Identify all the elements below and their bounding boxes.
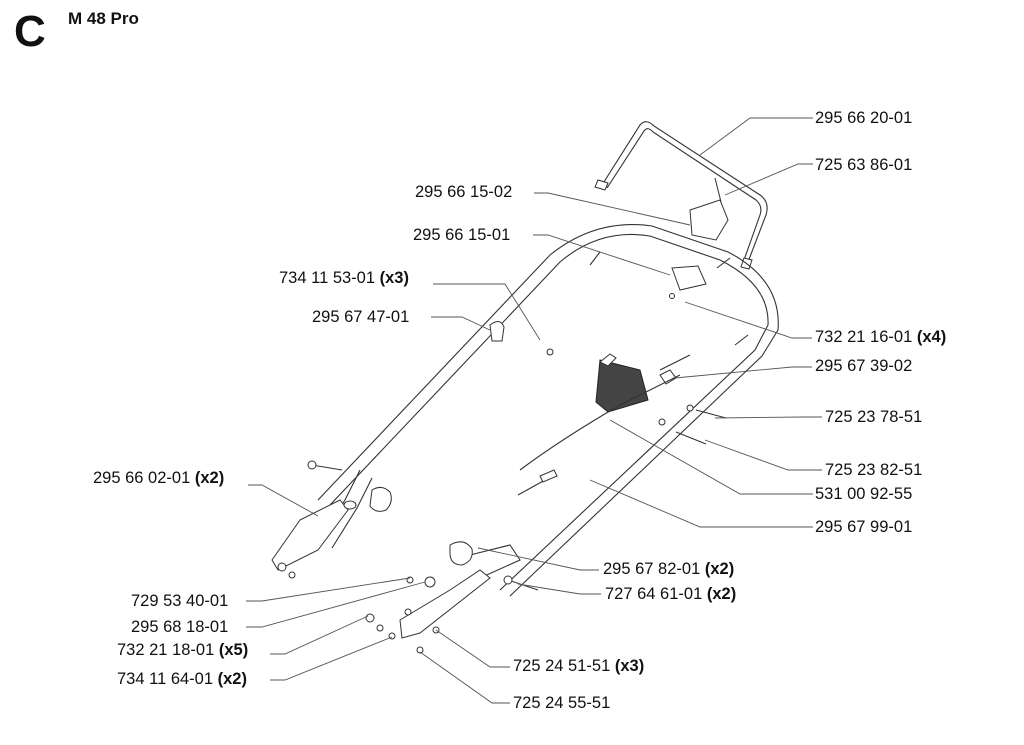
control-cable	[517, 374, 681, 496]
part-label: 732 21 16-01 (x4)	[815, 328, 947, 346]
part-label: 295 67 99-01	[815, 518, 913, 536]
part-label: 295 66 15-01	[413, 226, 511, 244]
part-label: 725 23 82-51	[825, 461, 923, 479]
section-letter: C	[14, 7, 46, 56]
part-label: 725 24 51-51 (x3)	[513, 657, 645, 675]
lower-right-tube	[399, 541, 539, 639]
main-u-handle	[317, 224, 779, 597]
part-label: 732 21 18-01 (x5)	[117, 641, 249, 659]
part-label: 734 11 53-01 (x3)	[279, 269, 409, 287]
part-label: 295 67 39-02	[815, 357, 913, 375]
part-label: 295 66 15-02	[415, 183, 513, 201]
part-label: 295 66 20-01	[815, 109, 913, 127]
leader-lines	[246, 117, 822, 704]
part-label: 295 68 18-01	[131, 618, 229, 636]
lower-left-tube	[271, 460, 392, 571]
fasteners	[277, 293, 727, 654]
part-label: 295 66 02-01 (x2)	[93, 469, 225, 487]
upper-handle-bar	[594, 121, 768, 270]
part-label: 295 67 47-01	[312, 308, 410, 326]
part-label: 725 24 55-51	[513, 694, 611, 712]
cable-clips	[489, 177, 729, 342]
part-label: 295 67 82-01 (x2)	[603, 560, 735, 578]
part-label: 725 23 78-51	[825, 408, 923, 426]
part-label: 734 11 64-01 (x2)	[117, 670, 247, 688]
part-label: 727 64 61-01 (x2)	[605, 585, 737, 603]
part-label: 531 00 92-55	[815, 485, 913, 503]
control-lever	[595, 353, 691, 413]
part-label: 729 53 40-01	[131, 592, 229, 610]
model-title: M 48 Pro	[68, 9, 139, 28]
part-label: 725 63 86-01	[815, 156, 913, 174]
